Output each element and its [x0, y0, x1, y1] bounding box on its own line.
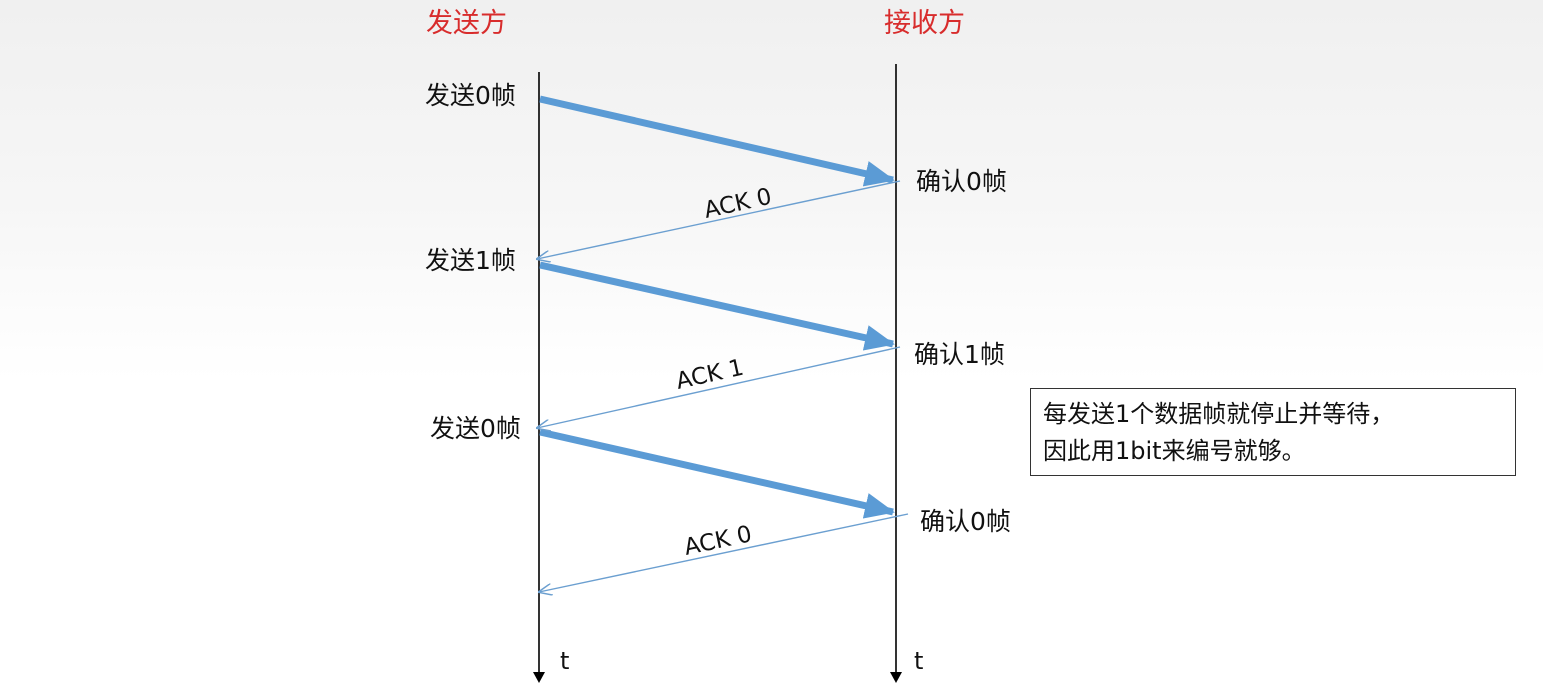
receiver-timeline-arrowhead — [890, 672, 902, 683]
receiver-title: 接收方 — [884, 8, 965, 39]
send-label-2: 发送1帧 — [425, 246, 516, 275]
ack-label-1: ACK 0 — [702, 184, 774, 224]
data-frame-arrow-1 — [539, 95, 895, 187]
recv-label-2: 确认1帧 — [914, 340, 1005, 369]
sender-timeline-arrowhead — [533, 672, 545, 683]
receiver-axis-label: t — [914, 647, 923, 675]
sender-title: 发送方 — [426, 8, 507, 39]
ack-arrow-1 — [537, 180, 901, 259]
ack-arrow-2 — [537, 346, 901, 428]
recv-label-1: 确认0帧 — [916, 167, 1007, 196]
data-frame-arrow-2 — [539, 261, 895, 351]
send-label-3: 发送0帧 — [430, 414, 521, 443]
recv-label-3: 确认0帧 — [920, 507, 1011, 536]
sender-axis-label: t — [560, 647, 569, 675]
ack-label-3: ACK 0 — [682, 521, 754, 561]
data-frame-arrow-3 — [539, 428, 895, 519]
ack-arrow-3 — [539, 513, 909, 592]
note-line-2: 因此用1bit来编号就够。 — [1043, 437, 1306, 465]
note-box: 每发送1个数据帧就停止并等待， 因此用1bit来编号就够。 — [1030, 388, 1516, 476]
note-line-1: 每发送1个数据帧就停止并等待， — [1043, 400, 1395, 428]
send-label-1: 发送0帧 — [425, 81, 516, 110]
